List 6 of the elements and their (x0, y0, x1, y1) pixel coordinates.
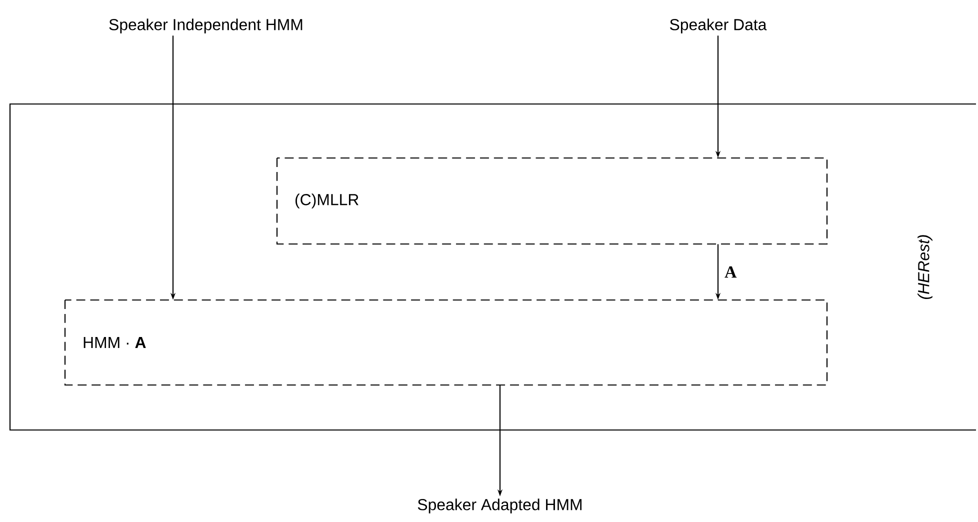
node-label: Speaker Data (670, 18, 767, 34)
process-box: HMM · A (64, 299, 828, 386)
process-box: (C)MLLR (276, 157, 828, 245)
node-label: Speaker Adapted HMM (418, 498, 582, 514)
edge-label: A (724, 266, 737, 278)
node-label: Speaker Independent HMM (109, 18, 302, 34)
